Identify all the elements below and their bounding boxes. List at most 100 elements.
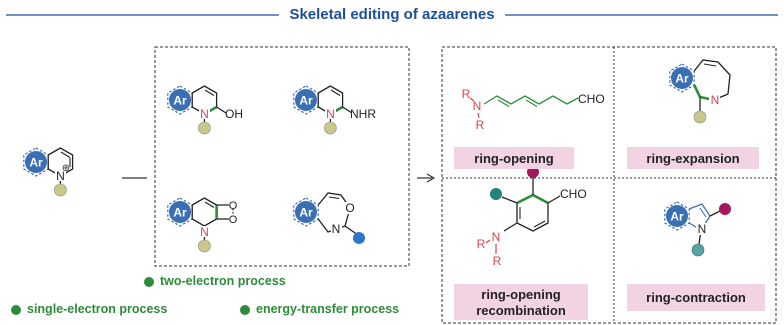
ar-group [295, 89, 317, 111]
label-box-ring-contraction [627, 284, 765, 311]
r-label: R [476, 118, 485, 132]
outcome-recombination-line1-text: ring-opening [481, 287, 560, 302]
outcome-ring-opening-text: ring-opening [474, 151, 553, 166]
products-box [441, 46, 777, 324]
green-bond [532, 193, 549, 205]
ar-label: Ar [670, 210, 684, 224]
intermediates-box [154, 46, 410, 267]
magenta-substituent [527, 166, 539, 178]
label-box-ring-expansion [627, 147, 759, 169]
inner-double-bond [330, 89, 341, 96]
ar-group [295, 201, 317, 223]
n-label-bg [55, 170, 66, 181]
ar-label: Ar [29, 156, 43, 170]
pyridinium-ring [47, 147, 74, 177]
product-recombination: CHO R N R [477, 166, 587, 268]
intermediate-dioxetane: O O N [167, 197, 238, 253]
r-label: R [477, 237, 486, 251]
nitrogen-label: N [56, 169, 65, 183]
green-bond [516, 193, 534, 205]
inner-double-bond [533, 220, 546, 228]
ar-group [671, 67, 693, 89]
n-label-bg [331, 223, 342, 235]
inner-double-bond [204, 201, 215, 208]
legend-two-electron: two-electron process [160, 274, 286, 288]
product-ring-expansion: N [669, 59, 731, 124]
product-ring-contraction: N [664, 201, 731, 257]
ar-group [169, 89, 191, 111]
hydroxy-label: OH [225, 107, 243, 121]
ar-label: Ar [299, 206, 313, 220]
inner-double-bond [60, 151, 71, 158]
inner-double-bond [699, 207, 707, 218]
n-substituent [324, 121, 337, 135]
r-label: R [493, 254, 502, 268]
legend-single-electron: single-electron process [27, 302, 168, 316]
blue-substituent [353, 232, 365, 244]
n-label-bg [709, 94, 720, 106]
n-label-bg [696, 223, 707, 235]
r-label: R [462, 87, 471, 101]
nr-bond [477, 112, 480, 119]
ar-label: Ar [299, 94, 313, 108]
oxygen-label-upper: O [229, 200, 238, 212]
pyridinium-substrate: N ⊕ [23, 147, 74, 197]
alkene-double-bond [497, 99, 510, 107]
positive-charge: ⊕ [62, 163, 70, 174]
n-substituent [198, 239, 211, 253]
diene-chain [483, 95, 579, 105]
ar-group [666, 205, 688, 227]
magenta-substituent [719, 203, 731, 215]
intermediate-oxazepine: O N [293, 192, 365, 244]
nitrogen-label: N [326, 107, 335, 121]
teal-substituent [490, 188, 502, 200]
legend-dot-single-electron [11, 305, 21, 315]
magenta-bond [709, 210, 721, 217]
inner-double-bond [204, 89, 215, 96]
dioxetane-ring [216, 204, 229, 220]
intermediate-amino: N NHR [293, 85, 376, 135]
nitrogen-label: N [332, 222, 341, 236]
nr-bond [485, 239, 491, 244]
n-substituent [198, 121, 211, 135]
legend-dot-energy-transfer [240, 305, 250, 315]
alkene-double-bond [525, 99, 538, 107]
oxygen-label-lower: O [229, 214, 238, 226]
aldehyde-label: CHO [578, 92, 605, 106]
oh-bond [216, 106, 227, 114]
aldehyde-label: CHO [560, 187, 587, 201]
label-box-ring-opening [454, 147, 574, 169]
n-label-bg [199, 108, 210, 119]
dot-bond [501, 196, 518, 204]
n-substituent [54, 183, 67, 197]
ar-label: Ar [173, 206, 187, 220]
inner-double-bond [703, 63, 717, 67]
ar-label: Ar [675, 72, 689, 86]
green-bond [693, 84, 702, 98]
cho-bond [547, 195, 561, 204]
nitrogen-label: N [200, 107, 209, 121]
label-box-recombination [454, 284, 588, 320]
nitrogen-label: N [200, 225, 209, 239]
nr-bond [469, 97, 475, 102]
reaction-arrow-head [426, 173, 436, 183]
outcome-ring-expansion-text: ring-expansion [646, 151, 739, 166]
figure-title: Skeletal editing of azaarenes [279, 6, 505, 23]
amine-label: NHR [350, 107, 376, 121]
ar-group [169, 201, 191, 223]
title-wrap: Skeletal editing of azaarenes [0, 6, 784, 24]
ar-label: Ar [173, 94, 187, 108]
nhr-bond [342, 106, 353, 114]
outcome-recombination-line2-text: recombination [476, 303, 566, 318]
product-ring-opening: R N R CHO [462, 87, 605, 132]
n-label-bg [325, 108, 336, 119]
n-label-bg [199, 226, 210, 237]
c-substituent [693, 110, 707, 124]
nitrogen-label: N [492, 230, 501, 244]
nitrogen-label: N [698, 222, 707, 236]
o-label-bg [344, 202, 355, 214]
outcome-ring-contraction-text: ring-contraction [646, 290, 746, 305]
legend-energy-transfer: energy-transfer process [256, 302, 400, 316]
teal-n-substituent [691, 243, 705, 257]
